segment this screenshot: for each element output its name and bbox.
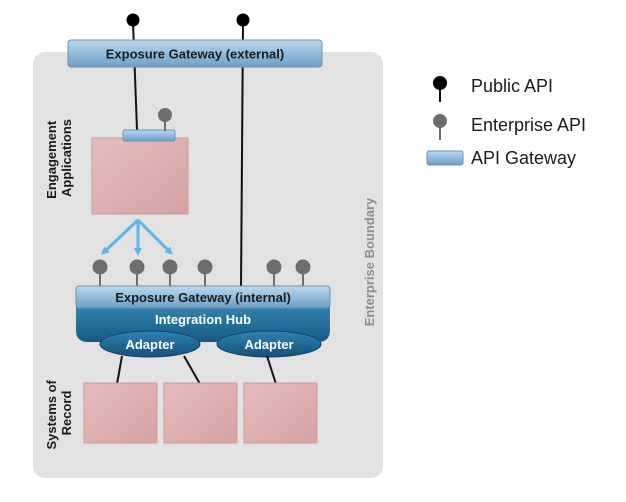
engagement-api-gateway [122,129,176,142]
exposure-gateway-internal-label: Exposure Gateway (internal) [115,290,291,305]
adapter-left-label: Adapter [125,337,174,352]
public-api-pin-right [236,13,250,27]
systems-label: Systems of Record [44,377,74,450]
system-of-record-3 [243,382,318,444]
enterprise-api-pins [92,259,311,288]
legend-api-gateway-icon [426,150,464,166]
enterprise-pin-4 [197,259,213,275]
engagement-label-line1: Engagement [44,120,59,199]
engagement-applications-box [91,137,189,215]
integration-hub-label: Integration Hub [155,312,251,327]
adapter-right-label: Adapter [244,337,293,352]
system-of-record-1 [83,382,158,444]
legend-public-api-icon [433,76,447,90]
connector-2 [183,355,201,385]
exposure-gateway-external-label: Exposure Gateway (external) [106,47,284,62]
engagement-label: Engagement Applications [44,117,74,199]
exposure-gateway-internal [75,285,331,309]
adapter-right [216,330,322,358]
legend-enterprise-api-label: Enterprise API [471,115,586,135]
enterprise-pin-5 [266,259,282,275]
enterprise-pin-2 [129,259,145,275]
engagement-label-line2: Applications [59,119,74,197]
legend-enterprise-api-icon [433,114,447,128]
engagement-enterprise-pin [158,108,172,122]
systems-label-line1: Systems of [44,379,59,449]
legend-public-api-label: Public API [471,76,553,96]
enterprise-pin-1 [92,259,108,275]
legend-api-gateway-label: API Gateway [471,148,576,168]
systems-label-line2: Record [59,391,74,436]
enterprise-pin-3 [162,259,178,275]
connector-1 [116,355,123,385]
enterprise-pin-6 [295,259,311,275]
legend: Public API Enterprise API API Gateway [426,76,586,168]
enterprise-boundary-label: Enterprise Boundary [362,197,377,326]
public-api-pin-left [126,13,140,27]
exposure-gateway-external [67,39,323,68]
arrow-left [101,218,140,255]
connector-3 [266,355,277,385]
arrow-right [136,218,173,255]
system-of-record-2 [163,382,238,444]
adapter-left [99,330,201,358]
